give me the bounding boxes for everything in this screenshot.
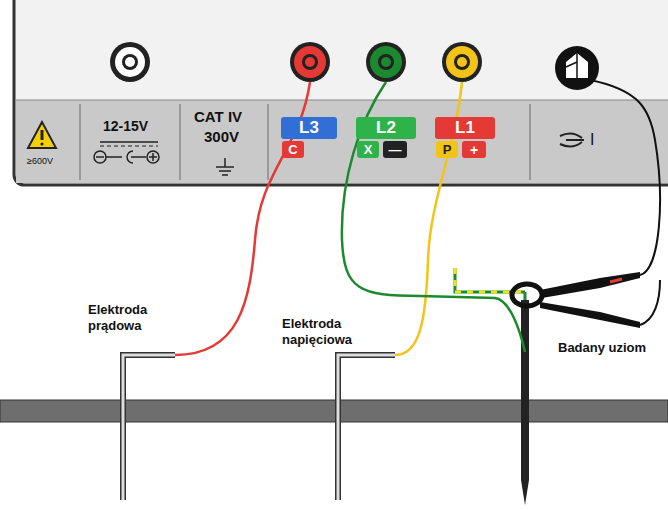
terminal-text: L2 bbox=[376, 118, 396, 138]
terminal-text: P bbox=[443, 142, 452, 157]
socket-yellow bbox=[442, 42, 482, 82]
warning-triangle bbox=[28, 122, 56, 148]
terminal-text: L3 bbox=[299, 118, 319, 138]
terminal-code: X bbox=[357, 141, 379, 158]
ground-surface bbox=[0, 400, 668, 422]
clamp-symbol bbox=[560, 133, 584, 146]
terminal-polarity: — bbox=[383, 141, 407, 158]
voltage-electrode bbox=[338, 355, 395, 500]
terminal-label: L3 bbox=[281, 117, 337, 139]
terminal-code: C bbox=[282, 141, 304, 158]
clamp-current-label: I bbox=[590, 130, 594, 149]
terminal-text: C bbox=[288, 142, 297, 157]
category-voltage: 300V bbox=[204, 128, 239, 146]
supply-voltage: 12-15V bbox=[103, 118, 148, 135]
terminal-text: L1 bbox=[455, 118, 475, 138]
earth-rod bbox=[521, 300, 529, 505]
dc-polarity-symbol bbox=[94, 151, 159, 163]
socket-red bbox=[290, 42, 330, 82]
terminal-label: L1 bbox=[435, 117, 495, 139]
terminal-text: X bbox=[364, 142, 373, 157]
socket-clamp bbox=[555, 46, 599, 90]
socket-white bbox=[110, 42, 150, 82]
electrode-label: Elektroda prądowa bbox=[88, 302, 168, 333]
electrode-label: Elektroda napięciowa bbox=[282, 316, 372, 347]
terminal-polarity: + bbox=[462, 141, 486, 158]
voltage-warning: ≥600V bbox=[27, 156, 53, 167]
socket-green bbox=[366, 42, 406, 82]
terminal-text: — bbox=[389, 142, 402, 157]
ground-symbol bbox=[216, 158, 234, 175]
panel-band bbox=[16, 100, 668, 183]
meter-housing bbox=[14, 0, 668, 185]
terminal-code: P bbox=[436, 141, 458, 158]
earth-rod-label: Badany uziom bbox=[556, 340, 648, 356]
category-rating: CAT IV bbox=[194, 108, 242, 126]
clamp-wire bbox=[590, 80, 660, 275]
terminal-label: L2 bbox=[356, 117, 416, 139]
current-clamp bbox=[512, 272, 640, 328]
terminal-text: + bbox=[470, 142, 478, 158]
current-electrode bbox=[123, 355, 175, 500]
green-wire bbox=[342, 82, 525, 352]
